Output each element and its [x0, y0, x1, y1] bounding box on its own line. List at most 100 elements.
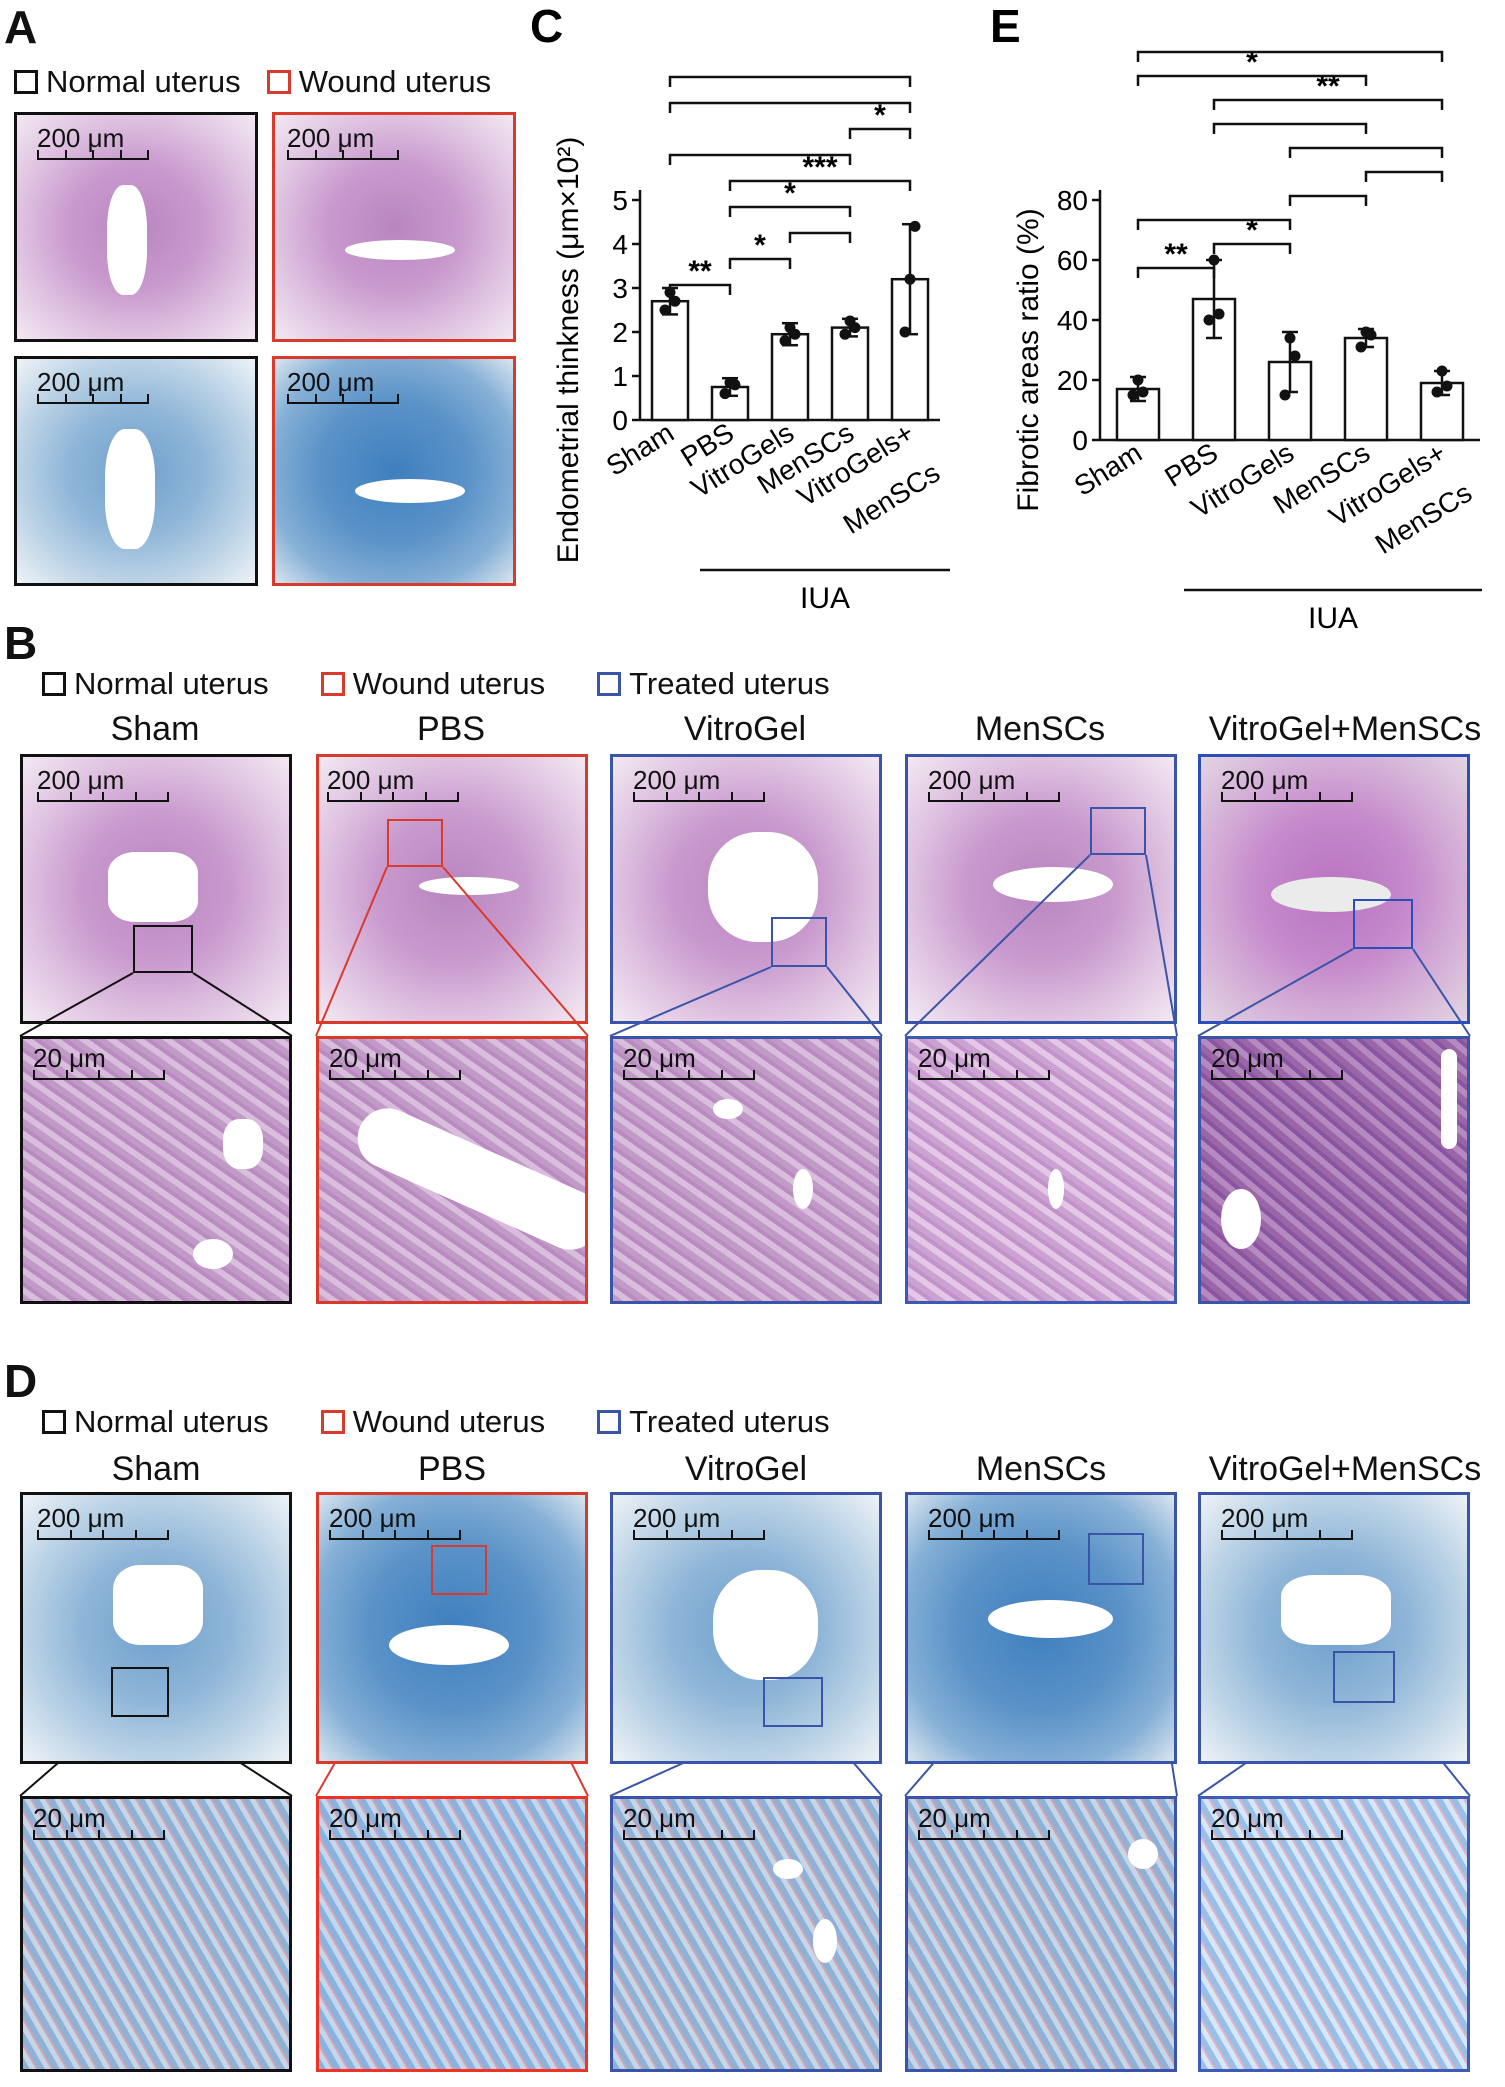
scale-tick — [1308, 1830, 1311, 1840]
scale-tick — [64, 394, 67, 404]
scale-tick — [1211, 1830, 1213, 1840]
scale-tick — [361, 1530, 364, 1540]
scale-tick — [342, 150, 344, 160]
scale-tick — [623, 1070, 625, 1080]
b-vitrogel-menscs-image: 200 μm — [1198, 754, 1470, 1024]
data-point — [1431, 386, 1443, 398]
scale-tick — [1286, 1530, 1288, 1540]
scale-tick — [1341, 1070, 1343, 1080]
data-point — [904, 273, 916, 285]
scale-tick — [329, 1830, 331, 1840]
legend-d: Normal uterus Wound uterus Treated uteru… — [42, 1404, 882, 1440]
data-point — [729, 379, 741, 391]
scale-tick — [92, 150, 94, 160]
d-vitrogel-menscs-zoom-image: 20 μm — [1198, 1796, 1470, 2072]
scale-tick — [314, 394, 317, 404]
significance-bracket — [668, 75, 912, 87]
scale-tick — [730, 792, 733, 802]
scale-bar: 20 μm — [33, 1803, 165, 1840]
scale-tick — [397, 394, 399, 404]
zoom-inset-box — [763, 1677, 823, 1727]
zoom-connector-line — [1197, 948, 1354, 1037]
data-point — [1208, 254, 1220, 266]
d-menscs-image: 200 μm — [905, 1492, 1177, 1764]
a-normal-masson-image: 200 μm — [14, 356, 258, 586]
scale-tick — [394, 1530, 396, 1540]
data-point — [1127, 389, 1139, 401]
b-sham-zoom-image: 20 μm — [20, 1036, 292, 1304]
scale-tick — [163, 1070, 165, 1080]
scale-tick — [983, 1070, 985, 1080]
legend-label-treated: Treated uterus — [629, 1404, 830, 1439]
scale-tick — [64, 150, 67, 160]
significance-label: ** — [688, 255, 712, 288]
data-point — [909, 220, 921, 232]
scale-tick — [37, 394, 39, 404]
scale-tick — [1308, 1070, 1311, 1080]
zoom-inset-box — [431, 1545, 487, 1595]
legend-a: Normal uterus Wound uterus — [14, 64, 543, 100]
b-col-title-pbs: PBS — [416, 710, 486, 748]
scale-tick — [720, 1070, 723, 1080]
legend-swatch-normal — [42, 1410, 66, 1434]
b-col-title-vitrogel-menscs: VitroGel+MenSCs — [1208, 710, 1482, 748]
b-pbs-image: 200 μm — [316, 754, 588, 1024]
data-point — [1355, 341, 1367, 353]
legend-label-treated: Treated uterus — [629, 666, 830, 701]
scale-bar: 200 μm — [327, 765, 459, 802]
scale-tick — [1015, 1070, 1018, 1080]
scale-bar: 200 μm — [928, 765, 1060, 802]
significance-bracket — [1212, 242, 1292, 254]
scale-tick — [327, 792, 329, 802]
significance-bracket — [728, 179, 912, 191]
scale-tick — [763, 792, 765, 802]
scale-tick — [698, 1530, 700, 1540]
scale-tick — [394, 1830, 396, 1840]
significance-bracket — [668, 153, 852, 165]
scale-bar: 200 μm — [1221, 765, 1353, 802]
data-point — [1284, 332, 1296, 344]
y-tick-label: 20 — [1057, 365, 1088, 396]
panel-letter-a: A — [4, 1, 38, 53]
scale-tick — [753, 1830, 755, 1840]
data-point — [1436, 365, 1448, 377]
scale-tick — [633, 1530, 635, 1540]
legend-swatch-wound — [266, 70, 291, 94]
scale-tick — [369, 150, 372, 160]
scale-bar: 20 μm — [918, 1803, 1050, 1840]
zoom-connector-line — [826, 966, 883, 1037]
y-tick-label: 0 — [1072, 425, 1088, 456]
scale-tick — [147, 394, 149, 404]
legend-label-wound: Wound uterus — [352, 666, 546, 701]
significance-label: *** — [802, 151, 837, 184]
scale-bar: 200 μm — [37, 765, 169, 802]
scale-tick — [1253, 792, 1256, 802]
data-point — [789, 328, 801, 340]
scale-tick — [392, 792, 394, 802]
y-tick-label: 60 — [1057, 245, 1088, 276]
scale-bar: 20 μm — [329, 1043, 461, 1080]
scale-tick — [665, 1530, 668, 1540]
b-vitrogel-zoom-image: 20 μm — [610, 1036, 882, 1304]
scale-tick — [1243, 1070, 1246, 1080]
a-normal-he-image: 200 μm — [14, 112, 258, 342]
scale-tick — [65, 1830, 68, 1840]
scale-tick — [1351, 1530, 1353, 1540]
zoom-inset-box — [387, 819, 443, 867]
b-vitrogel-menscs-zoom-image: 20 μm — [1198, 1036, 1470, 1304]
zoom-connector-line — [192, 972, 293, 1037]
scale-tick — [329, 1070, 331, 1080]
scale-bar: 200 μm — [329, 1503, 461, 1540]
legend-swatch-wound — [320, 672, 345, 696]
scale-tick — [1025, 1530, 1028, 1540]
scale-tick — [730, 1530, 733, 1540]
legend-swatch-normal — [14, 70, 38, 94]
scale-tick — [1015, 1830, 1018, 1840]
significance-label: ** — [1316, 70, 1340, 103]
scale-tick — [69, 792, 72, 802]
significance-label: ** — [1164, 238, 1188, 271]
panel-letter-e: E — [990, 0, 1021, 52]
d-col-title-pbs: PBS — [417, 1450, 487, 1488]
d-sham-image: 200 μm — [20, 1492, 292, 1764]
